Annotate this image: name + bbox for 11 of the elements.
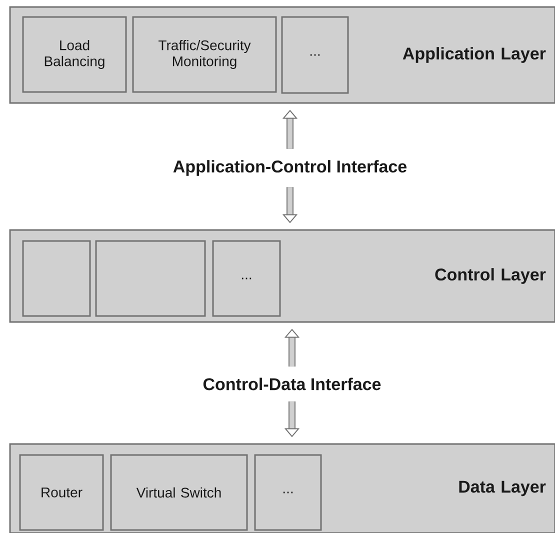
component-box: ... — [281, 16, 349, 94]
component-box: ... — [254, 454, 322, 531]
interface-label: Control-Data Interface — [203, 378, 381, 390]
component-box: Traffic/Security Monitoring — [132, 16, 277, 93]
component-box — [95, 240, 206, 317]
interface-label: Application-Control Interface — [173, 160, 407, 176]
component-box: Load Balancing — [22, 16, 127, 93]
component-box: Virtual Switch — [110, 454, 248, 531]
component-box: ... — [212, 240, 281, 317]
component-box — [22, 240, 91, 317]
component-box: Router — [19, 454, 104, 531]
